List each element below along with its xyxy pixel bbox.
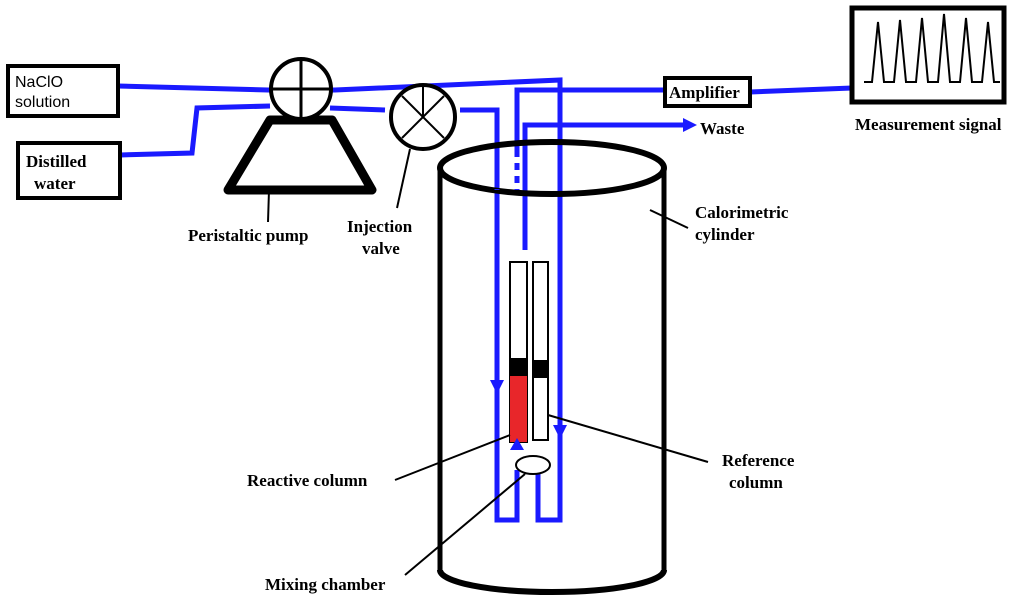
reference-column: Reference column [532,261,795,492]
amplifier-box: Amplifier [663,76,752,108]
signal-lead [749,85,853,95]
naclo-label-line1: NaClO [15,74,63,91]
waste-label: Waste [700,119,745,138]
waste-tube [522,122,685,250]
reference-label-line1: Reference [722,451,795,470]
water-tube [119,103,271,158]
pump-valve-tube [329,105,386,113]
tubing-network [117,77,853,523]
down-arrow-left [490,380,504,394]
signal-label: Measurement signal [855,115,1002,134]
waste-arrowhead [683,118,697,132]
valve-reactive-tube [460,107,520,523]
valve-label-line1: Injection [347,217,413,236]
cylinder-label-line2: cylinder [695,225,755,244]
signal-trace [864,13,1000,83]
calorimetric-cylinder: Calorimetric cylinder [437,139,789,595]
naclo-label-line2: solution [15,94,70,111]
reactive-column: Reactive column [247,261,528,490]
pump-label: Peristaltic pump [188,226,308,245]
peristaltic-pump: Peristaltic pump [188,57,377,245]
down-arrow-right [553,425,567,439]
mixing-label: Mixing chamber [265,575,386,594]
water-box: Distilled water [16,141,122,200]
amplifier-lead [514,87,665,150]
mixing-chamber: Mixing chamber [265,438,551,594]
reactive-label: Reactive column [247,471,368,490]
reference-label-line2: column [729,473,783,492]
reference-tube [535,150,563,523]
water-label-line1: Distilled [26,152,87,171]
cylinder-label-line1: Calorimetric [695,203,789,222]
naclo-tube [117,77,563,150]
measurement-signal-panel: Measurement signal [849,5,1007,134]
naclo-box: NaClO solution [6,64,120,118]
injection-valve: Injection valve [347,83,457,258]
valve-label-line2: valve [362,239,400,258]
amplifier-label: Amplifier [669,83,740,102]
water-label-line2: water [34,174,76,193]
